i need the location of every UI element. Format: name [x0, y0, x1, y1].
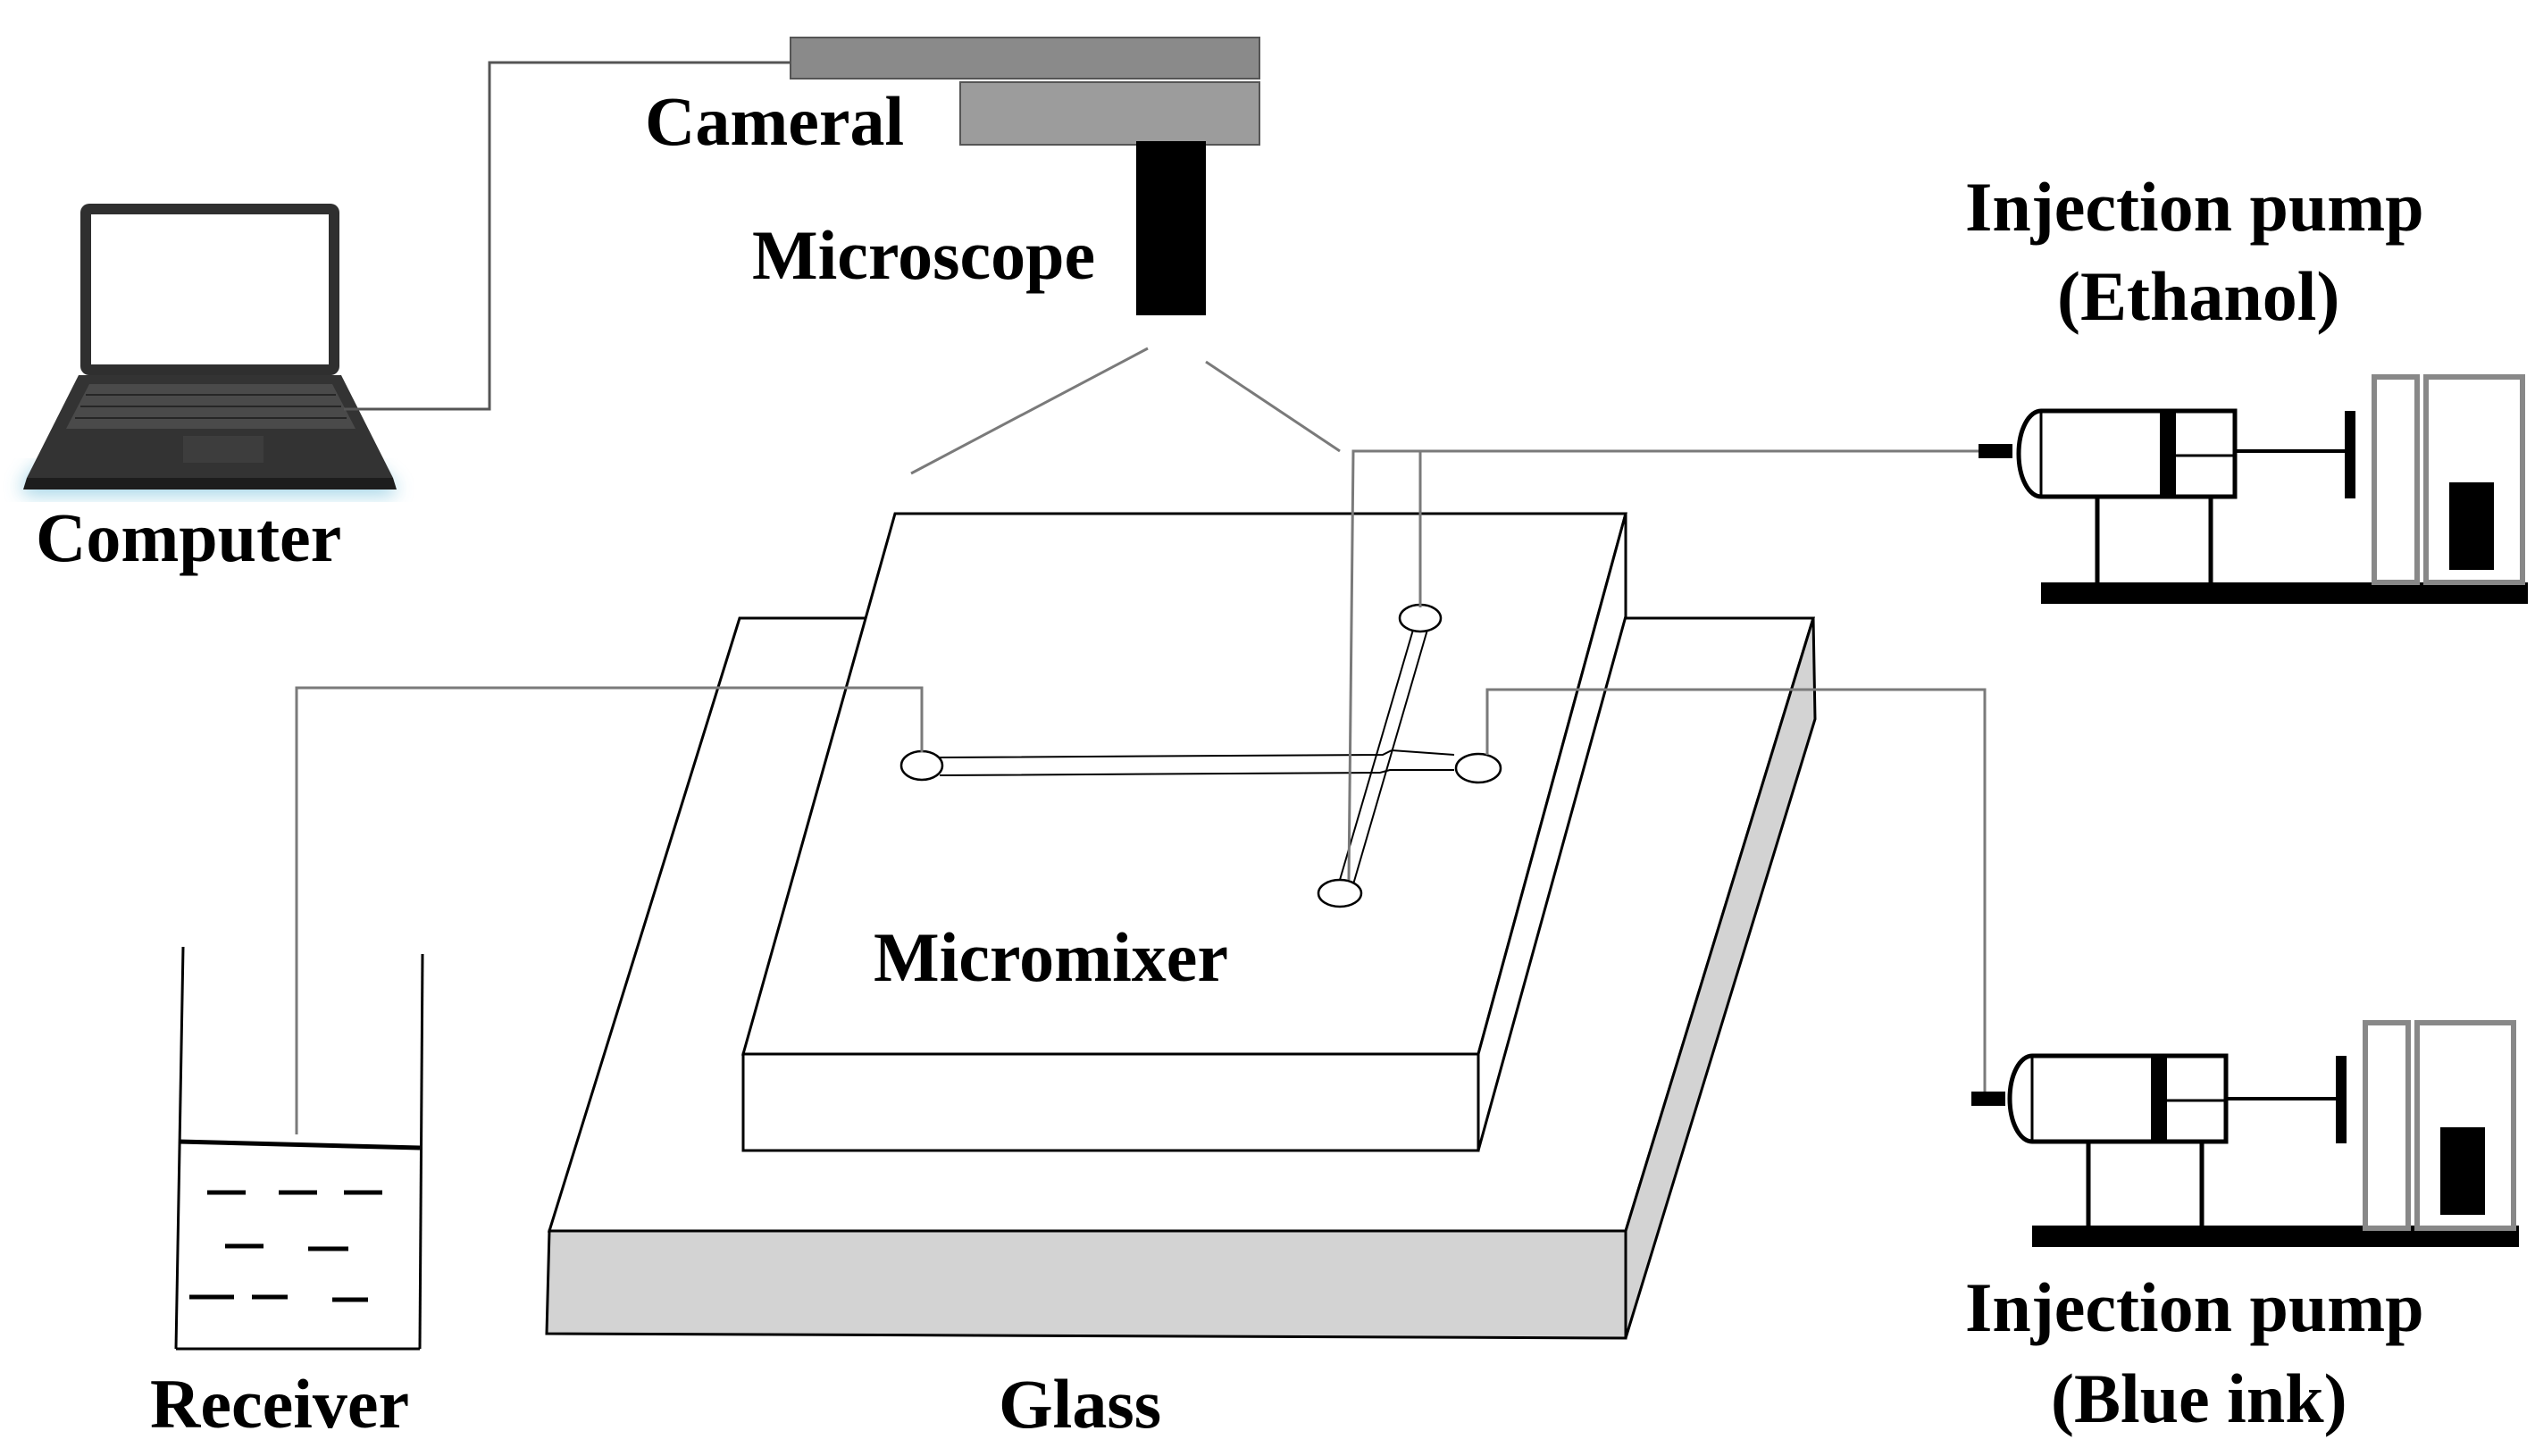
inlet-port-bottom	[1317, 878, 1363, 908]
laptop-icon	[20, 204, 397, 496]
pump-bottom-nozzle	[1971, 1092, 2005, 1106]
beaker-wall-right	[418, 953, 424, 1350]
microchannels	[939, 629, 1455, 885]
pump-top-plunger-head	[2345, 411, 2355, 498]
channel-diagonal-right	[1352, 629, 1428, 885]
pump-bottom-housing-left	[2363, 1020, 2411, 1231]
microscope-objective	[1136, 141, 1206, 315]
liquid-surface	[178, 1139, 421, 1151]
channel-horizontal-upper	[939, 749, 1393, 758]
camera	[790, 37, 1260, 146]
microscope-view-line-right	[1205, 360, 1341, 453]
laptop-bottom-edge	[23, 478, 397, 490]
laptop-screen	[91, 214, 329, 364]
channel-diagonal-left	[1339, 629, 1414, 881]
camera-body	[959, 81, 1260, 146]
pump-bottom-syringe-stopper	[2151, 1056, 2167, 1142]
tube-blueink-to-right-port	[1485, 688, 1987, 1099]
pump-top-base	[2041, 582, 2528, 604]
chip-right-face	[1477, 513, 1627, 1151]
glass-right-face	[1624, 617, 1817, 1339]
micromixer-label: Micromixer	[874, 918, 1228, 996]
pump-blue-ink-fluid-label: (Blue ink)	[2051, 1360, 2347, 1437]
injection-pump-ethanol	[1979, 374, 2528, 604]
inlet-port-top	[1398, 603, 1443, 633]
glass-front-face	[545, 1229, 1627, 1340]
camera-top-plate	[790, 37, 1260, 79]
pump-bottom-syringe-barrel	[2007, 1053, 2229, 1144]
laptop-trackpad	[183, 436, 264, 463]
outlet-port-left	[899, 749, 944, 782]
pump-top-display	[2449, 482, 2494, 570]
pump-top-nozzle	[1979, 444, 2012, 458]
microscope-view-line-left	[910, 347, 1149, 475]
channel-horizontal-right-upper	[1391, 749, 1455, 756]
pump-ethanol-fluid-label: (Ethanol)	[2057, 257, 2339, 335]
receiver-label: Receiver	[150, 1365, 409, 1443]
microscope-label: Microscope	[752, 216, 1095, 294]
receiver-beaker	[174, 946, 424, 1351]
pump-bottom-plunger-head	[2336, 1056, 2347, 1143]
tube-ethanol-to-bottom-port	[1347, 449, 1979, 881]
camera-label: Cameral	[645, 82, 904, 160]
liquid-dashes	[189, 1190, 382, 1302]
tubing	[295, 449, 1987, 1134]
pump-top-housing-left	[2372, 374, 2420, 585]
pump-bottom-display	[2440, 1127, 2485, 1215]
pump-ethanol-label: Injection pump	[1965, 168, 2424, 246]
channel-horizontal-lower	[939, 769, 1454, 776]
pump-top-housing-right	[2423, 374, 2525, 585]
pump-top-syringe-stopper	[2160, 411, 2176, 497]
micromixer-chip	[741, 512, 1627, 1152]
chip-front-face	[741, 1052, 1480, 1152]
beaker-wall-left	[174, 946, 185, 1350]
inlet-port-right	[1454, 752, 1502, 784]
tube-outlet-to-receiver	[295, 686, 924, 1134]
injection-pump-blue-ink	[1971, 1020, 2519, 1247]
computer-label: Computer	[36, 498, 341, 576]
computer-camera-cable	[344, 61, 791, 411]
glass-label: Glass	[999, 1365, 1161, 1443]
pump-blue-ink-label: Injection pump	[1965, 1268, 2424, 1346]
laptop-key-grid	[75, 394, 347, 419]
pump-top-syringe-barrel	[2016, 408, 2238, 499]
